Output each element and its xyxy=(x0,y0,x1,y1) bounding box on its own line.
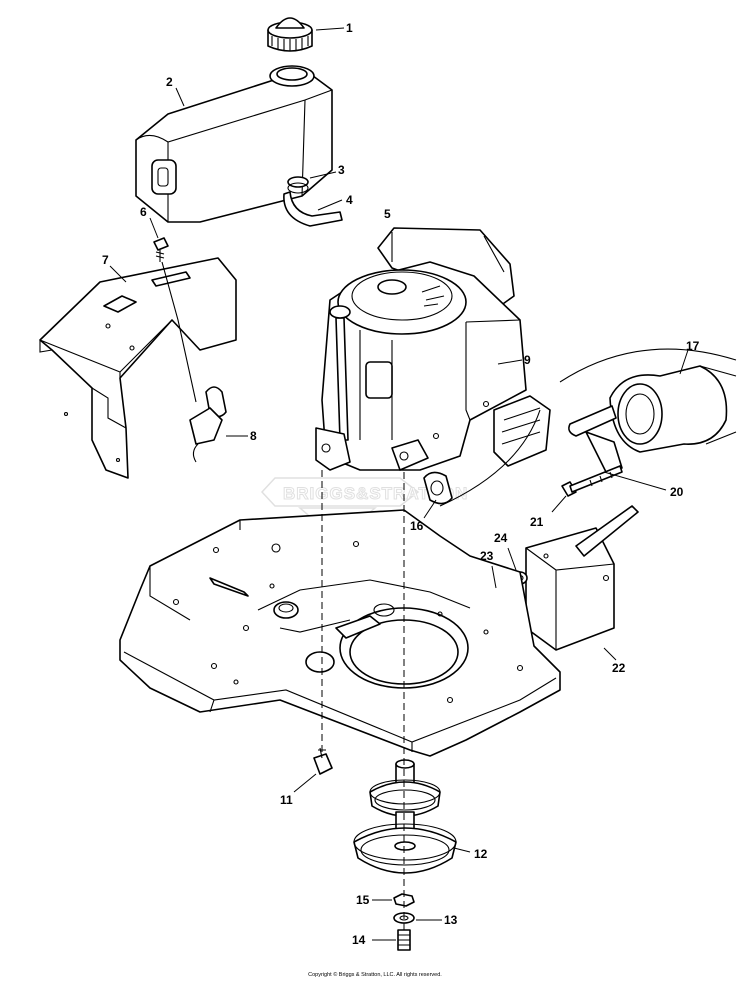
fuel-line xyxy=(283,191,343,227)
callout-20: 20 xyxy=(670,485,684,499)
callout-8: 8 xyxy=(250,429,257,443)
callout-13: 13 xyxy=(444,913,458,927)
engine xyxy=(315,227,551,471)
callout-4: 4 xyxy=(346,193,353,207)
callout-7: 7 xyxy=(102,253,109,267)
hose-clamp xyxy=(287,176,309,194)
muffler xyxy=(439,348,737,507)
callout-9: 9 xyxy=(524,353,531,367)
copyright-notice: Copyright © Briggs & Stratton, LLC. All … xyxy=(308,972,442,978)
panel-7 xyxy=(39,257,237,479)
watermark-logo: BRIGGS&STRATTON xyxy=(260,477,468,541)
callout-22: 22 xyxy=(612,661,626,675)
callout-16: 16 xyxy=(410,519,424,533)
callout-5: 5 xyxy=(384,207,391,221)
bolt-14 xyxy=(397,929,411,951)
nut-15 xyxy=(393,893,415,907)
leader-lines xyxy=(109,27,689,941)
callout-23: 23 xyxy=(480,549,494,563)
callout-3: 3 xyxy=(338,163,345,177)
callout-24: 24 xyxy=(494,531,508,545)
bolt-21 xyxy=(561,465,623,497)
gasket-16 xyxy=(423,471,453,505)
fuel-tank xyxy=(135,65,333,223)
callout-11: 11 xyxy=(280,793,293,807)
throttle-control xyxy=(161,261,227,463)
screw-6 xyxy=(153,237,169,262)
callout-14: 14 xyxy=(352,933,366,947)
mower-frame xyxy=(119,509,561,757)
callout-12: 12 xyxy=(474,847,488,861)
callout-17: 17 xyxy=(686,339,700,353)
fuel-cap xyxy=(267,17,313,52)
callouts: 1 2 3 4 5 6 7 8 9 11 12 13 14 15 16 17 2… xyxy=(102,21,700,947)
bolt-11 xyxy=(313,747,333,775)
callout-1: 1 xyxy=(346,21,353,35)
watermark-text: BRIGGS&STRATTON xyxy=(283,484,468,503)
callout-6: 6 xyxy=(140,205,147,219)
callout-21: 21 xyxy=(530,515,544,529)
pulley-assembly xyxy=(353,759,457,874)
heat-shield xyxy=(525,505,639,651)
callout-2: 2 xyxy=(166,75,173,89)
alignment-lines xyxy=(321,470,405,930)
callout-15: 15 xyxy=(356,893,370,907)
